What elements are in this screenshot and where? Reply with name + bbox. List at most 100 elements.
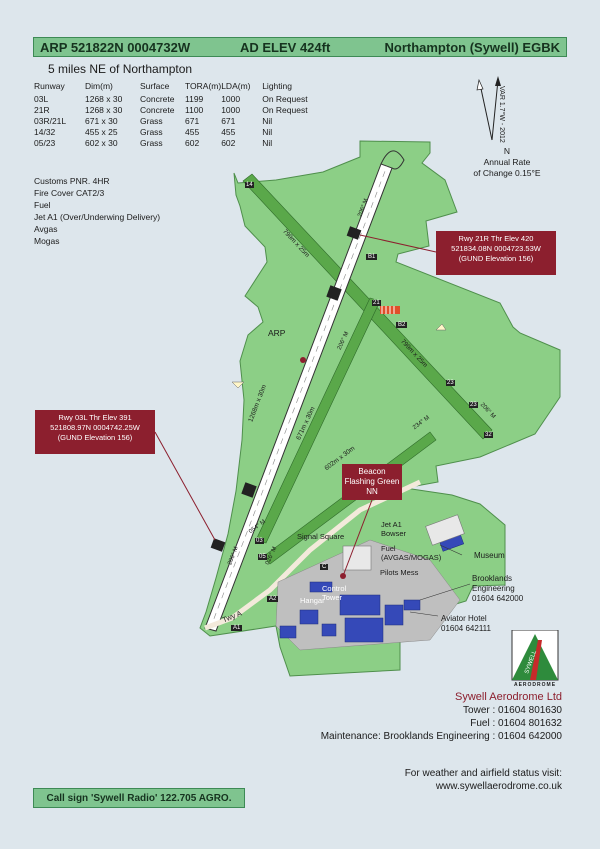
callout-line: 521834.08N 0004723.53W (451, 244, 541, 253)
windsock-icon (435, 323, 447, 331)
runway-cell: Nil (262, 127, 273, 137)
callout-rwy21r: Rwy 21R Thr Elev 420 521834.08N 0004723.… (436, 231, 556, 275)
arp-label: ARP (268, 328, 286, 338)
runway-end-21: 21 (372, 300, 381, 306)
runway-cell: Grass (140, 127, 163, 137)
facility-item: Customs PNR. 4HR (34, 176, 110, 186)
contact-block: Sywell Aerodrome Ltd Tower : 01604 80163… (260, 691, 562, 743)
north-arrow-icon (476, 76, 501, 141)
runway-cell: 1199 (185, 94, 204, 104)
runway-cell: Concrete (140, 94, 175, 104)
runway-cell: 05/23 (34, 138, 56, 148)
runway-cell: 671 x 30 (85, 116, 118, 126)
hangar-buildings (279, 530, 465, 643)
runway-cell: Grass (140, 138, 163, 148)
arp-coordinates: ARP 521822N 0004732W (40, 39, 191, 55)
north-block: N Annual Rate of Change 0.15°E (452, 146, 562, 179)
callout-line: Beacon (358, 467, 386, 476)
facility-item: Avgas (34, 224, 58, 234)
holding-point-a1: A1 (231, 625, 243, 631)
runway-cell: 14/32 (34, 127, 56, 137)
runway-cell: Concrete (140, 105, 175, 115)
col-dim: Dim(m) (85, 81, 113, 91)
runway-end-23b: 23 (469, 402, 478, 408)
holding-point-b2: B2 (396, 322, 408, 328)
col-lighting: Lighting (262, 81, 292, 91)
radio-callsign: Call sign 'Sywell Radio' 122.705 AGRO. (33, 788, 245, 808)
runway-cell: 602 (185, 138, 200, 148)
runway-end-14: 14 (245, 182, 254, 188)
tower-phone: Tower : 01604 801630 (463, 705, 562, 716)
callout-line: (GUND Elevation 156) (57, 433, 133, 442)
runway-cell: 671 (221, 116, 236, 126)
runway-cell: 1000 (221, 105, 241, 115)
jet-a1-bowser-label: Jet A1 Bowser (381, 520, 407, 538)
signal-square-label: Signal Square (297, 532, 345, 541)
arp-marker-icon (300, 357, 306, 363)
aerodrome-name: Northampton (Sywell) EGBK (384, 39, 560, 55)
runway-row: 03R/21L 671 x 30 Grass 671 671 Nil (34, 116, 322, 127)
runway-cell: 1268 x 30 (85, 94, 123, 104)
facility-item: Fire Cover CAT2/3 (34, 188, 105, 198)
weather-info: For weather and airfield status visit: w… (350, 767, 562, 793)
runway-end-03: 03 (255, 538, 264, 544)
callout-rwy03l: Rwy 03L Thr Elev 391 521808.97N 0004742.… (35, 410, 155, 454)
control-tower-label: Control Tower (322, 584, 347, 602)
logo-subtitle: AERODROME (513, 682, 557, 688)
callout-beacon: Beacon Flashing Green NN (342, 464, 402, 500)
museum-label: Museum (474, 551, 505, 560)
facility-item: Jet A1 (Over/Underwing Delivery) (34, 212, 161, 222)
threshold-markings (210, 226, 362, 552)
sywell-logo-icon: SYWELL (511, 630, 559, 681)
runway-end-05: 05 (258, 554, 267, 560)
runway-cell: Nil (262, 116, 273, 126)
aerodrome-elevation: AD ELEV 424ft (240, 39, 331, 55)
col-lda: LDA(m) (221, 81, 251, 91)
runway-table-header: Runway Dim(m) Surface TORA(m) LDA(m) Lig… (34, 81, 322, 94)
website-link[interactable]: www.sywellaerodrome.co.uk (435, 781, 562, 792)
runway-table: Runway Dim(m) Surface TORA(m) LDA(m) Lig… (34, 81, 322, 149)
holding-point-c: C (320, 564, 329, 570)
facility-item: Fuel (34, 200, 51, 210)
col-surface: Surface (140, 81, 170, 91)
callout-line: Flashing Green (344, 477, 400, 486)
col-runway: Runway (34, 81, 65, 91)
unpaved-hazard-area (380, 306, 400, 314)
col-tora: TORA(m) (185, 81, 222, 91)
runway-cell: 1268 x 30 (85, 105, 123, 115)
magnetic-variation: VAR 1.7°W - 2012 (498, 86, 505, 143)
runway-cell: Nil (262, 138, 273, 148)
runway-cell: 03L (34, 94, 49, 104)
annual-rate-line2: of Change 0.15°E (473, 168, 541, 178)
runway-cell: 602 (221, 138, 236, 148)
holding-point-b1: B1 (366, 254, 378, 260)
callout-line: Rwy 03L Thr Elev 391 (58, 413, 132, 422)
brooklands-label: Brooklands Engineering 01604 642000 (472, 574, 524, 603)
fuel-label: Fuel (AVGAS/MOGAS) (381, 544, 442, 562)
runway-cell: On Request (262, 94, 308, 104)
maintenance-phone: Maintenance: Brooklands Engineering : 01… (320, 731, 562, 742)
hangar-label: Hangar (300, 596, 325, 605)
runway-cell: 602 x 30 (85, 138, 118, 148)
callout-line: 521808.97N 0004742.25W (50, 423, 140, 432)
windsock-icon (231, 381, 245, 389)
runway-cell: Grass (140, 116, 163, 126)
chart-header: ARP 521822N 0004732W AD ELEV 424ft North… (33, 37, 567, 57)
runway-cell: 03R/21L (34, 116, 67, 126)
runway-cell: 671 (185, 116, 200, 126)
runway-cell: 455 (185, 127, 200, 137)
holding-point-a2: A2 (267, 596, 279, 602)
company-name: Sywell Aerodrome Ltd (455, 691, 562, 703)
callout-line: NN (366, 487, 378, 496)
callout-line: (GUND Elevation 156) (458, 254, 534, 263)
runway-cell: On Request (262, 105, 308, 115)
runway-cell: 455 (221, 127, 236, 137)
runway-cell: 455 x 25 (85, 127, 118, 137)
runway-end-32: 32 (484, 432, 493, 438)
facilities-list: Customs PNR. 4HR Fire Cover CAT2/3 Fuel … (34, 175, 160, 247)
weather-line1: For weather and airfield status visit: (404, 768, 562, 779)
location-subtitle: 5 miles NE of Northampton (48, 62, 193, 76)
